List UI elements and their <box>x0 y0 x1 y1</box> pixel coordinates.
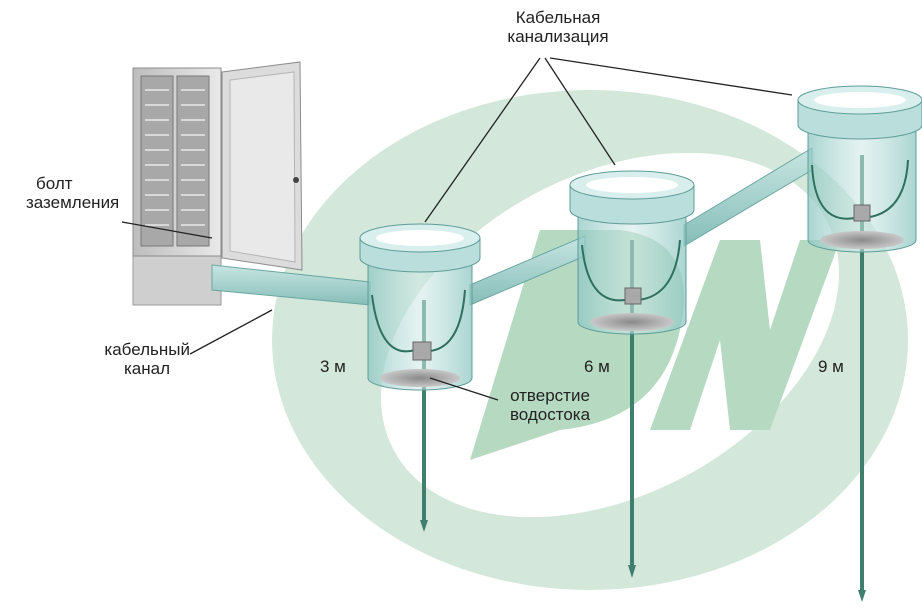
label-grounding-bolt: болт заземления <box>26 174 119 212</box>
label-bolt-line2: заземления <box>26 193 120 212</box>
leader-duct-well2 <box>544 57 616 166</box>
well-3-drain <box>820 231 904 249</box>
cabinet-base <box>132 254 222 306</box>
well-3-body <box>807 120 917 253</box>
label-bolt-line1: болт <box>36 174 73 193</box>
telecom-cabinet <box>132 61 303 306</box>
label-cable-duct-line1: Кабельная <box>515 8 601 27</box>
well-1-clamp <box>412 341 432 361</box>
cable-pipes <box>211 147 813 306</box>
cable-well-2 <box>569 170 695 335</box>
leader-duct-well3 <box>549 57 793 96</box>
label-depth-9m: 9 м <box>818 357 844 376</box>
label-cable-duct: Кабельная канализация <box>488 8 628 46</box>
label-depth-6m: 6 м <box>584 357 610 376</box>
label-channel-line2: канал <box>123 359 170 378</box>
leader-lines <box>121 57 793 401</box>
logo-watermark <box>272 90 908 590</box>
leader-bolt <box>121 221 213 239</box>
cabinet-rack-left <box>140 75 174 247</box>
label-cable-duct-line2: канализация <box>507 27 609 46</box>
label-drain-line1: отверстие <box>510 386 590 405</box>
well-2-opening <box>586 177 678 193</box>
well-2-clamp <box>624 287 642 305</box>
well-3-opening <box>814 92 906 108</box>
well-3-clamp <box>853 204 871 222</box>
label-drain-line2: водостока <box>509 405 591 424</box>
leader-drain <box>429 377 499 401</box>
cabinet-panels <box>145 89 205 226</box>
label-cable-channel: кабельный канал <box>80 340 190 378</box>
leader-channel <box>189 309 273 355</box>
cabinet-lock <box>293 177 299 183</box>
well-1-opening <box>376 230 464 246</box>
rod-1-tip <box>420 520 428 532</box>
well-2-drain <box>590 313 674 331</box>
rod-3-tip <box>858 590 866 602</box>
label-drain-hole: отверстие водостока <box>498 386 602 424</box>
cabinet-rack-right <box>176 75 210 247</box>
cable-well-1 <box>359 223 481 391</box>
label-channel-line1: кабельный <box>104 340 190 359</box>
well-2-body <box>577 205 687 335</box>
leader-duct-well1 <box>424 57 541 223</box>
cabinet-door-panel <box>229 71 296 263</box>
well-1-drain <box>380 369 460 387</box>
cable-well-3 <box>797 85 922 253</box>
logo-letter-n <box>650 240 840 430</box>
rod-2-tip <box>628 565 636 578</box>
well-1-body <box>367 250 473 391</box>
label-depth-3m: 3 м <box>320 357 346 376</box>
